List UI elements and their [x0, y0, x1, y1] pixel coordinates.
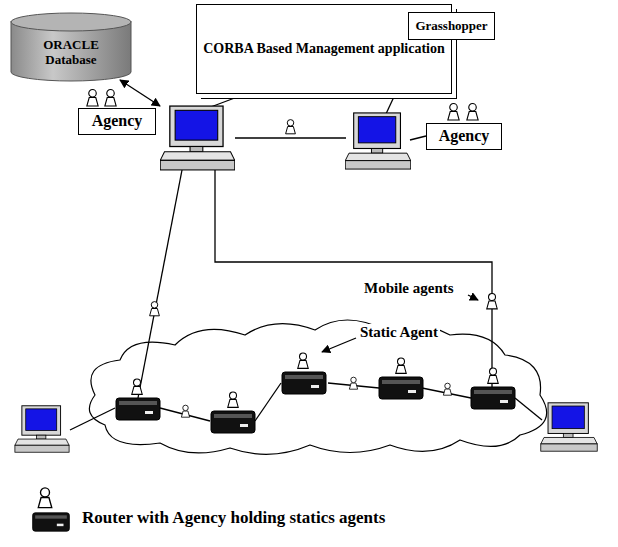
node-text: CORBA Based Management application [203, 41, 445, 57]
agency-box: Agency [426, 123, 502, 150]
callout-label: Static Agent [358, 324, 440, 341]
node-text: ORACLE Database [35, 38, 107, 68]
callout-label: Mobile agents [362, 280, 456, 297]
legend-text: Router with Agency holding statics agent… [80, 508, 387, 528]
node-text: Grasshopper [415, 19, 487, 34]
database-cylinder: ORACLE Database [10, 12, 132, 82]
platform-box: Grasshopper [408, 12, 495, 40]
node-text: Agency [92, 112, 143, 130]
node-text: Agency [439, 127, 490, 145]
agency-box: Agency [78, 108, 156, 135]
